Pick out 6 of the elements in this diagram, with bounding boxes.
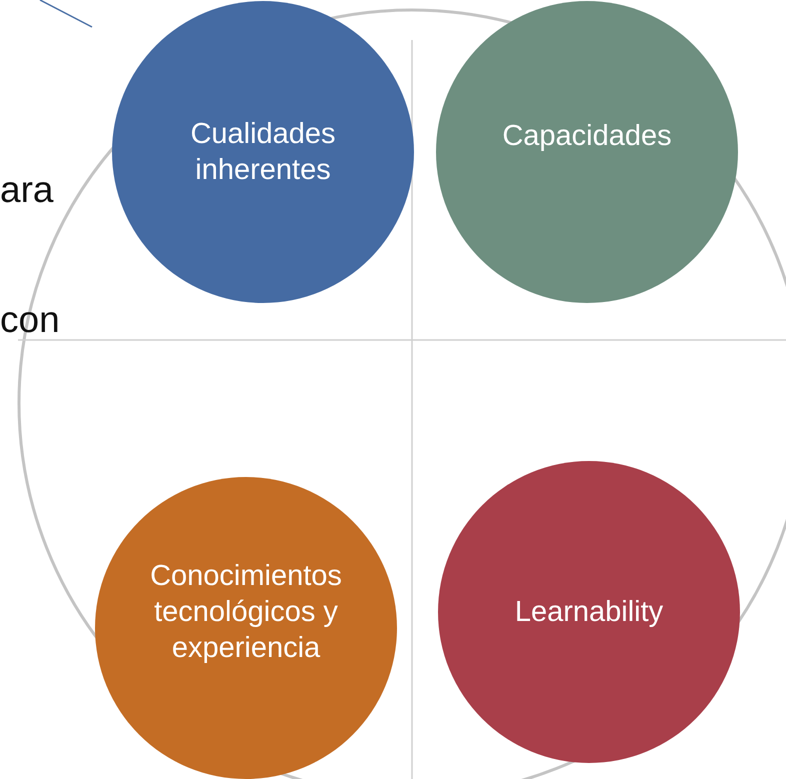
node-label: Capacidades (502, 119, 672, 154)
node-label: Conocimientos tecnológicos y experiencia (149, 559, 343, 666)
text-fragment: ara (0, 170, 54, 210)
node-label: Cualidades inherentes (189, 117, 337, 188)
text-fragment: con (0, 300, 60, 340)
node-label: Learnability (514, 595, 664, 630)
